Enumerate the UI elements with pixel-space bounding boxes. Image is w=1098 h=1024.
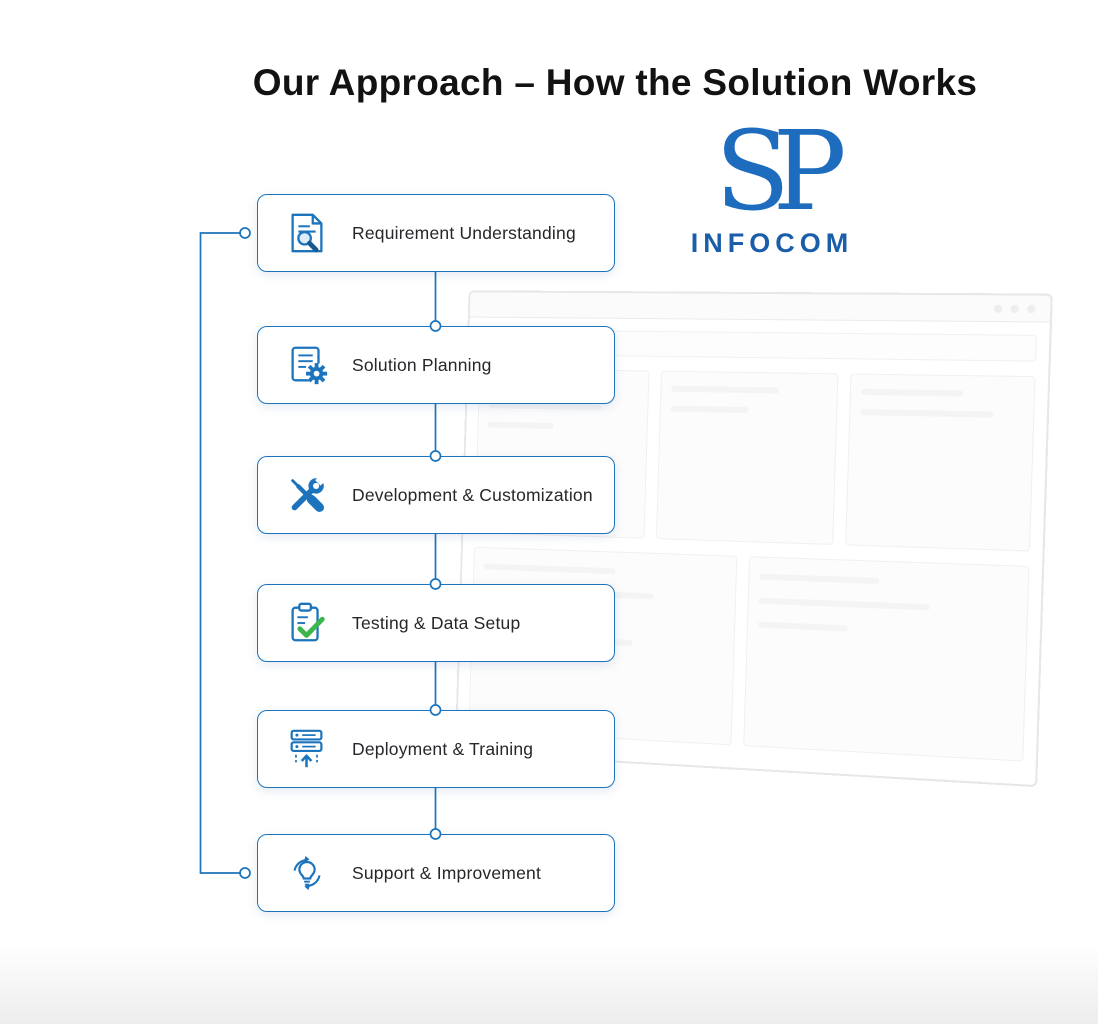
flow-step-solution-planning: Solution Planning [257,326,615,404]
flow-step-label: Requirement Understanding [352,222,576,243]
document-search-icon [284,210,330,256]
window-minimize-icon [993,304,1003,313]
watermark-panel [655,370,839,545]
flow-step-requirement-understanding: Requirement Understanding [257,194,615,272]
flow-step-label: Testing & Data Setup [352,612,521,633]
flow-step-label: Deployment & Training [352,738,534,759]
flow-step-deployment-training: Deployment & Training [257,710,615,788]
flow-step-label: Support & Improvement [352,862,542,883]
logo-monogram: SP [714,107,847,235]
watermark-panel [845,373,1036,552]
page-title: Our Approach – How the Solution Works [252,62,978,103]
logo-company-name: INFOCOM [690,227,854,258]
clipboard-check-icon [284,600,330,646]
watermark-titlebar [469,292,1051,323]
flow-step-support-improvement: Support & Improvement [257,834,615,912]
crossed-tools-icon [284,472,330,518]
flow-step-development-customization: Development & Customization [257,456,615,534]
lightbulb-cycle-icon [284,850,330,896]
bottom-fade [0,944,1098,1024]
server-upload-icon [284,726,330,772]
watermark-panel [743,556,1030,762]
flow-step-label: Development & Customization [352,484,593,505]
scroll-gear-icon [284,342,330,388]
company-logo: SP INFOCOM [664,107,880,259]
flow-step-testing-data-setup: Testing & Data Setup [257,584,615,662]
window-maximize-icon [1010,304,1020,313]
window-close-icon [1027,304,1036,314]
flow-step-label: Solution Planning [352,354,492,375]
